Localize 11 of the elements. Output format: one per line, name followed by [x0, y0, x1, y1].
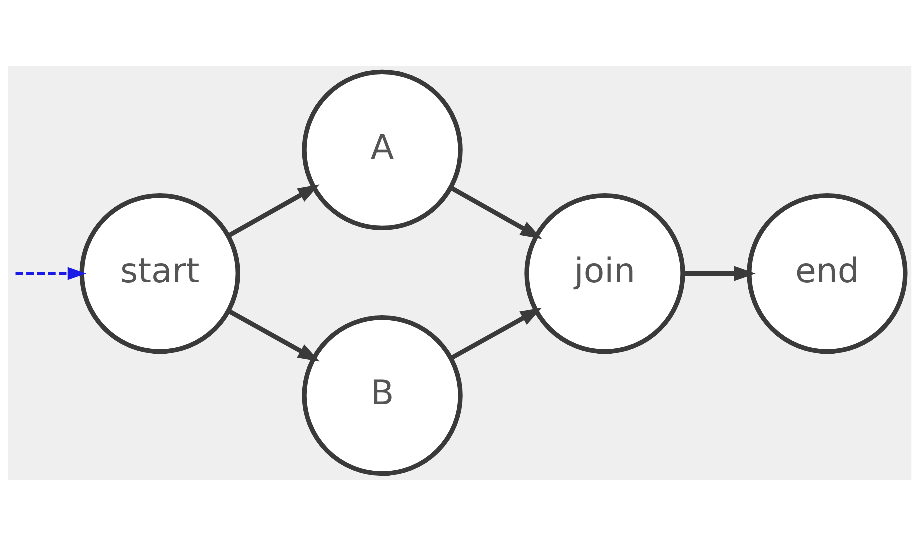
arrow	[450, 308, 542, 361]
node-circle: join	[524, 193, 686, 354]
node-circle: start	[80, 193, 240, 354]
arrow	[16, 267, 86, 280]
arrow	[450, 186, 542, 240]
node-circle: A	[302, 70, 463, 231]
node-circle: B	[302, 315, 463, 476]
arrow	[228, 184, 320, 238]
arrow	[228, 309, 320, 362]
node-circle: end	[747, 193, 908, 354]
arrow	[683, 266, 756, 282]
